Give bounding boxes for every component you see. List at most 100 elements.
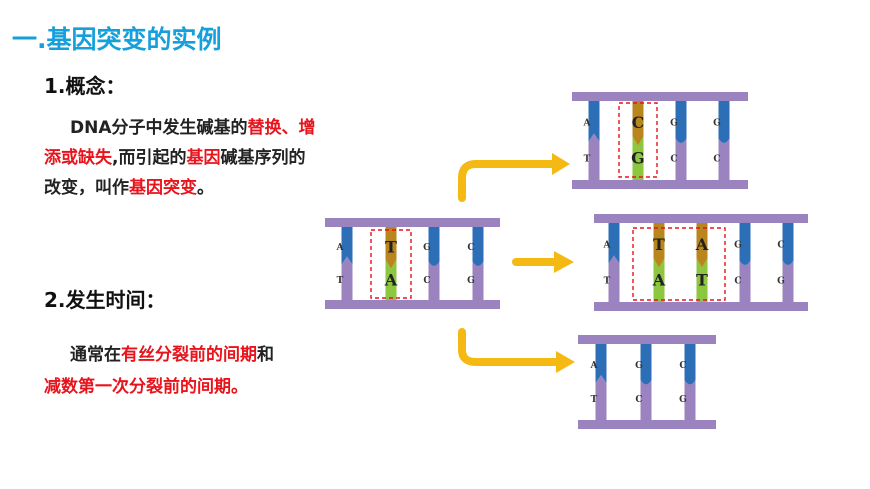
arrow-to-deletion xyxy=(458,328,560,366)
original-base-letter: T xyxy=(337,276,344,286)
addition-base-bottom xyxy=(696,258,708,302)
page-title: 一.基因突变的实例 xyxy=(12,25,222,54)
original-base-bottom xyxy=(341,256,353,300)
deletion-base-letter: G xyxy=(635,361,643,371)
substitution-base-bottom xyxy=(675,138,687,180)
deletion-base-letter: T xyxy=(591,395,598,405)
addition-base-letter: A xyxy=(603,241,612,251)
deletion-base-letter: G xyxy=(679,395,687,405)
concept-text: 。 xyxy=(197,178,214,198)
addition-bottom-backbone xyxy=(594,302,808,311)
substitution-base-bottom xyxy=(718,138,730,180)
time-text: 和 xyxy=(257,345,274,365)
concept-line-3: 改变，叫作基因突变。 xyxy=(44,173,214,203)
time-emphasis: 有丝分裂前的间期 xyxy=(121,345,257,365)
substitution-base-letter: G xyxy=(631,149,645,168)
concept-emphasis: 基因突变 xyxy=(129,178,197,198)
original-base-letter: G xyxy=(423,243,431,253)
concept-heading: 1.概念： xyxy=(44,74,126,98)
substitution-base-top xyxy=(632,101,644,146)
addition-highlight-box xyxy=(632,227,726,301)
original-base-top xyxy=(341,227,353,265)
original-bottom-backbone xyxy=(325,300,500,309)
deletion-base-top xyxy=(595,344,607,383)
substitution-base-top xyxy=(588,101,600,142)
original-base-letter: A xyxy=(384,270,398,289)
deletion-base-bottom xyxy=(684,380,696,420)
addition-base-bottom xyxy=(608,255,620,302)
original-base-letter: G xyxy=(467,276,475,286)
original-base-letter: T xyxy=(385,237,397,256)
original-highlight-box xyxy=(370,229,412,299)
deletion-top-backbone xyxy=(578,335,716,344)
original-base-letter: C xyxy=(423,276,430,286)
addition-base-top xyxy=(696,223,708,268)
substitution-base-bottom xyxy=(632,136,644,180)
addition-base-letter: T xyxy=(604,276,611,286)
concept-text: 碱基序列的 xyxy=(220,148,306,168)
deletion-bottom-backbone xyxy=(578,420,716,429)
addition-base-letter: G xyxy=(734,241,742,251)
time-text: 通常在 xyxy=(70,345,121,365)
substitution-base-top xyxy=(675,101,687,143)
substitution-bottom-backbone xyxy=(572,180,748,189)
addition-base-top xyxy=(782,223,794,265)
addition-base-top xyxy=(608,223,620,264)
concept-emphasis: 替换、增 xyxy=(247,118,316,138)
addition-base-letter: A xyxy=(695,235,709,254)
original-base-top xyxy=(428,227,440,266)
addition-base-letter: C xyxy=(777,241,784,251)
substitution-base-letter: A xyxy=(583,119,592,129)
arrow-to-addition-head xyxy=(554,251,574,273)
addition-base-top xyxy=(739,223,751,265)
substitution-base-letter: T xyxy=(584,154,591,164)
addition-base-letter: A xyxy=(652,271,666,290)
time-line-2: 减数第一次分裂前的间期。 xyxy=(44,372,248,402)
addition-base-letter: G xyxy=(777,276,785,286)
addition-base-bottom xyxy=(782,260,794,302)
concept-text: ,而引起的 xyxy=(112,148,187,168)
substitution-base-letter: G xyxy=(670,119,678,129)
substitution-base-letter: C xyxy=(713,154,720,164)
deletion-base-letter: A xyxy=(590,361,599,371)
concept-emphasis: 添或缺失 xyxy=(44,148,112,168)
deletion-base-bottom xyxy=(595,375,607,420)
addition-base-letter: C xyxy=(734,276,741,286)
addition-base-letter: T xyxy=(653,235,665,254)
deletion-base-letter: C xyxy=(679,361,686,371)
deletion-base-top xyxy=(684,344,696,385)
concept-emphasis: 基因 xyxy=(186,148,221,168)
concept-line-1: DNA分子中发生碱基的替换、增 xyxy=(70,113,316,143)
original-base-top xyxy=(472,227,484,266)
addition-base-letter: T xyxy=(696,271,708,290)
arrow-to-substitution xyxy=(458,160,556,202)
original-base-letter: C xyxy=(467,243,474,253)
addition-base-top xyxy=(653,223,665,268)
substitution-base-letter: G xyxy=(713,119,721,129)
original-base-bottom xyxy=(472,261,484,300)
concept-text: 改变，叫作 xyxy=(44,178,129,198)
deletion-base-letter: C xyxy=(635,395,642,405)
substitution-base-bottom xyxy=(588,133,600,180)
deletion-base-top xyxy=(640,344,652,385)
addition-top-backbone xyxy=(594,214,808,223)
addition-base-bottom xyxy=(739,260,751,302)
time-heading: 2.发生时间： xyxy=(44,288,166,312)
addition-base-bottom xyxy=(653,258,665,302)
concept-text: DNA分子中发生碱基的 xyxy=(70,118,248,138)
arrow-to-substitution-head xyxy=(552,153,570,175)
concept-line-2: 添或缺失,而引起的基因碱基序列的 xyxy=(44,143,305,173)
substitution-base-letter: C xyxy=(670,154,677,164)
arrow-to-deletion-head xyxy=(556,351,575,373)
time-line-1: 通常在有丝分裂前的间期和 xyxy=(70,340,274,370)
original-top-backbone xyxy=(325,218,500,227)
original-base-letter: A xyxy=(336,243,345,253)
deletion-base-bottom xyxy=(640,380,652,420)
substitution-base-letter: C xyxy=(632,113,645,132)
time-emphasis: 减数第一次分裂前的间期。 xyxy=(44,377,248,397)
original-base-top xyxy=(385,227,397,269)
substitution-base-top xyxy=(718,101,730,143)
original-base-bottom xyxy=(385,259,397,300)
substitution-top-backbone xyxy=(572,92,748,101)
